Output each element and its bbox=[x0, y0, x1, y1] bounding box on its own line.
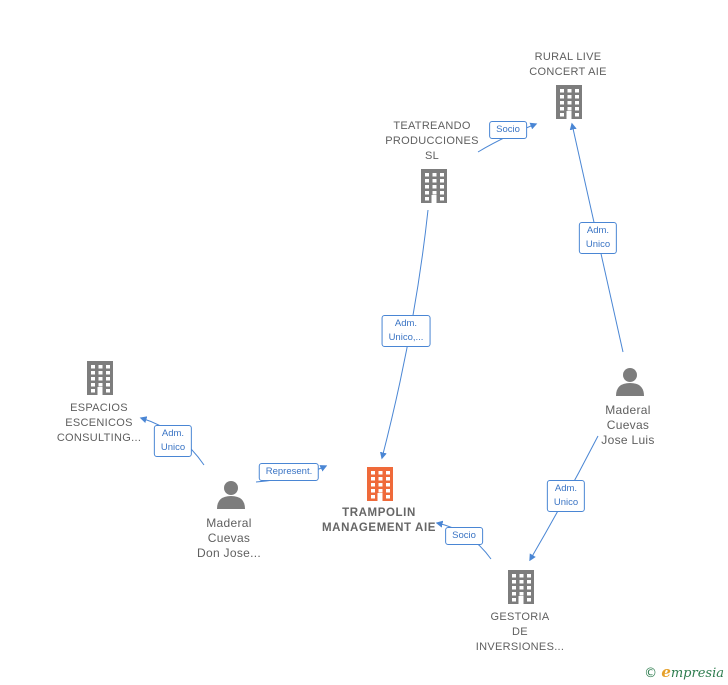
node-label-trampolin[interactable]: TRAMPOLIN MANAGEMENT AIE bbox=[321, 507, 437, 534]
node-label-teatreando[interactable]: TEATREANDO PRODUCCIONES SL bbox=[385, 120, 479, 162]
copyright-symbol: © bbox=[644, 666, 658, 681]
node-label-rural[interactable]: RURAL LIVE CONCERT AIE bbox=[529, 51, 607, 78]
person-icon[interactable] bbox=[217, 481, 245, 509]
edge-label-e3[interactable]: Adm. Unico,... bbox=[381, 315, 431, 347]
node-label-josedon[interactable]: Maderal Cuevas Don Jose... bbox=[197, 516, 261, 560]
building-icon[interactable] bbox=[367, 467, 393, 501]
node-label-joseluis[interactable]: Maderal Cuevas Jose Luis bbox=[601, 403, 655, 447]
brand-logo: empresia bbox=[661, 663, 724, 681]
node-label-espacios[interactable]: ESPACIOS ESCENICOS CONSULTING... bbox=[56, 402, 142, 444]
building-icon[interactable] bbox=[508, 570, 534, 604]
edge-label-e1[interactable]: Socio bbox=[489, 121, 527, 139]
node-label-gestoria[interactable]: GESTORIA DE INVERSIONES... bbox=[475, 611, 565, 653]
building-icon[interactable] bbox=[421, 169, 447, 203]
edge-label-e6[interactable]: Socio bbox=[445, 527, 483, 545]
edge-label-e7[interactable]: Adm. Unico bbox=[546, 480, 586, 512]
building-icon[interactable] bbox=[87, 361, 113, 395]
copyright-notice[interactable]: © empresia bbox=[644, 663, 724, 681]
person-icon[interactable] bbox=[616, 368, 644, 396]
edge-label-e4[interactable]: Adm. Unico bbox=[153, 425, 193, 457]
edge-label-e2[interactable]: Adm. Unico bbox=[578, 222, 618, 254]
edge-label-e5[interactable]: Represent. bbox=[258, 463, 320, 481]
building-icon[interactable] bbox=[556, 85, 582, 119]
